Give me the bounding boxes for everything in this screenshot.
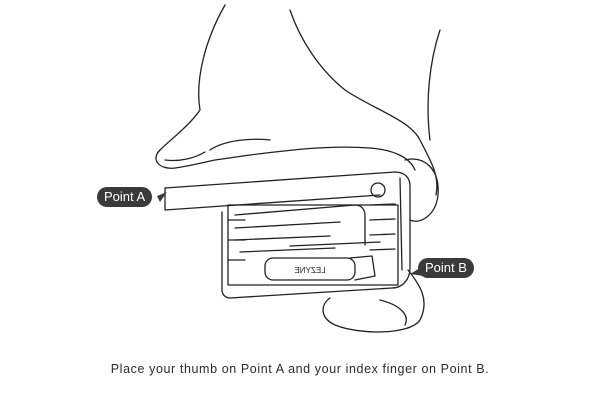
point-a-label: Point A (97, 187, 153, 207)
point-a-pointer (157, 192, 167, 202)
multi-tool-drawing: LEZYNE (164, 171, 411, 299)
hand-drawing (155, 4, 441, 333)
tool-brand-logo: LEZYNE (294, 266, 325, 275)
point-b-label: Point B (418, 258, 474, 278)
instruction-caption: Place your thumb on Point A and your ind… (110, 362, 490, 376)
